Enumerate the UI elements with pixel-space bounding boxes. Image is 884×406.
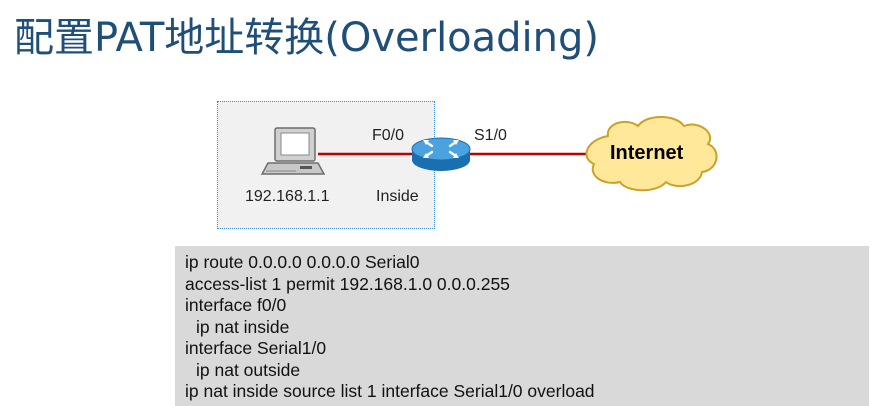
inside-network-region — [217, 101, 435, 229]
internet-cloud-icon — [585, 116, 718, 192]
port-label-f0-0: F0/0 — [372, 127, 405, 144]
internet-label: Internet — [610, 142, 684, 164]
inside-label: Inside — [376, 188, 419, 205]
computer-icon — [260, 127, 326, 175]
config-line: ip nat inside — [196, 316, 290, 337]
config-line: ip route 0.0.0.0 0.0.0.0 Serial0 — [185, 252, 420, 272]
config-line: access-list 1 permit 192.168.1.0 0.0.0.2… — [185, 273, 510, 294]
config-line: ip nat inside source list 1 interface Se… — [185, 381, 595, 401]
slide-title: 配置PAT地址转换(Overloading) — [14, 15, 600, 61]
port-label-s1-0: S1/0 — [474, 127, 507, 144]
pc-ip-label: 192.168.1.1 — [245, 188, 330, 205]
config-line: ip nat outside — [196, 359, 301, 380]
config-line: interface f0/0 — [185, 295, 287, 315]
router-icon — [411, 137, 471, 171]
config-line: interface Serial1/0 — [185, 338, 327, 358]
